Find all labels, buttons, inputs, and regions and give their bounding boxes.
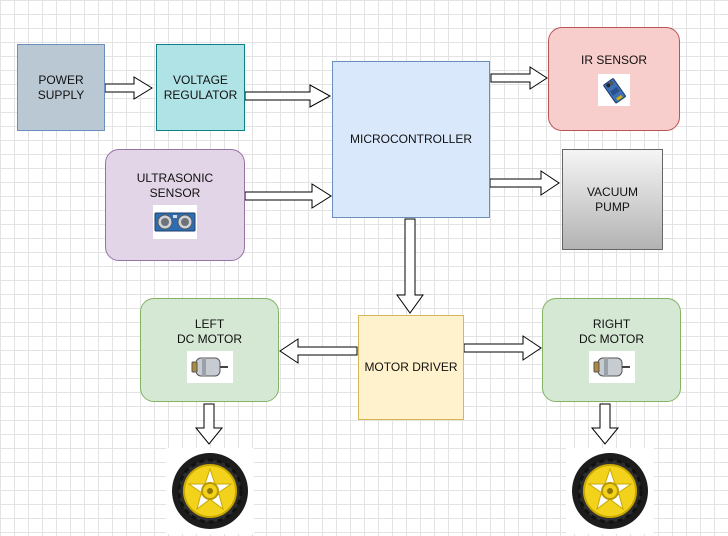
left-dc-motor-icon (186, 351, 233, 383)
ultrasonic-sensor-module-icon (153, 205, 197, 239)
vacuum-pump-block[interactable]: VACUUM PUMP (562, 149, 663, 250)
left-dc-motor-block[interactable]: LEFT DC MOTOR (140, 298, 279, 402)
motor-driver-label: MOTOR DRIVER (364, 360, 458, 374)
microcontroller-block[interactable]: MICROCONTROLLER (332, 61, 490, 218)
arrow-regulator-to-microcontroller (244, 84, 332, 108)
arrow-microcontroller-to-ir-sensor (490, 66, 548, 90)
arrow-ultrasonic-to-microcontroller (244, 183, 332, 209)
arrow-motor-driver-to-left-motor (279, 338, 358, 364)
microcontroller-label: MICROCONTROLLER (349, 132, 472, 146)
ultrasonic-sensor-block[interactable]: ULTRASONIC SENSOR (105, 149, 245, 261)
right-dc-motor-block[interactable]: RIGHT DC MOTOR (542, 298, 681, 402)
power-supply-block[interactable]: POWER SUPPLY (17, 44, 105, 131)
arrow-power-to-regulator (104, 76, 153, 100)
arrow-right-motor-to-wheel (590, 403, 620, 445)
arrow-motor-driver-to-right-motor (463, 335, 542, 361)
arrow-left-motor-to-wheel (194, 403, 224, 445)
right-wheel-icon (566, 448, 654, 534)
ir-sensor-label: IR SENSOR (580, 52, 647, 67)
left-dc-motor-label: LEFT DC MOTOR (176, 317, 243, 346)
arrow-microcontroller-to-vacuum-pump (489, 170, 560, 196)
ir-sensor-block[interactable]: IR SENSOR (548, 27, 680, 131)
voltage-regulator-block[interactable]: VOLTAGE REGULATOR (156, 44, 245, 131)
right-dc-motor-label: RIGHT DC MOTOR (578, 317, 645, 346)
power-supply-label: POWER SUPPLY (37, 72, 85, 102)
left-wheel-icon (166, 448, 254, 534)
ir-sensor-module-icon (598, 73, 630, 106)
motor-driver-block[interactable]: MOTOR DRIVER (358, 315, 464, 420)
right-dc-motor-icon (588, 351, 635, 383)
vacuum-pump-label: VACUUM PUMP (586, 184, 639, 214)
ultrasonic-sensor-label: ULTRASONIC SENSOR (136, 171, 214, 200)
voltage-regulator-label: VOLTAGE REGULATOR (163, 72, 238, 102)
arrow-microcontroller-to-motor-driver (396, 218, 424, 314)
